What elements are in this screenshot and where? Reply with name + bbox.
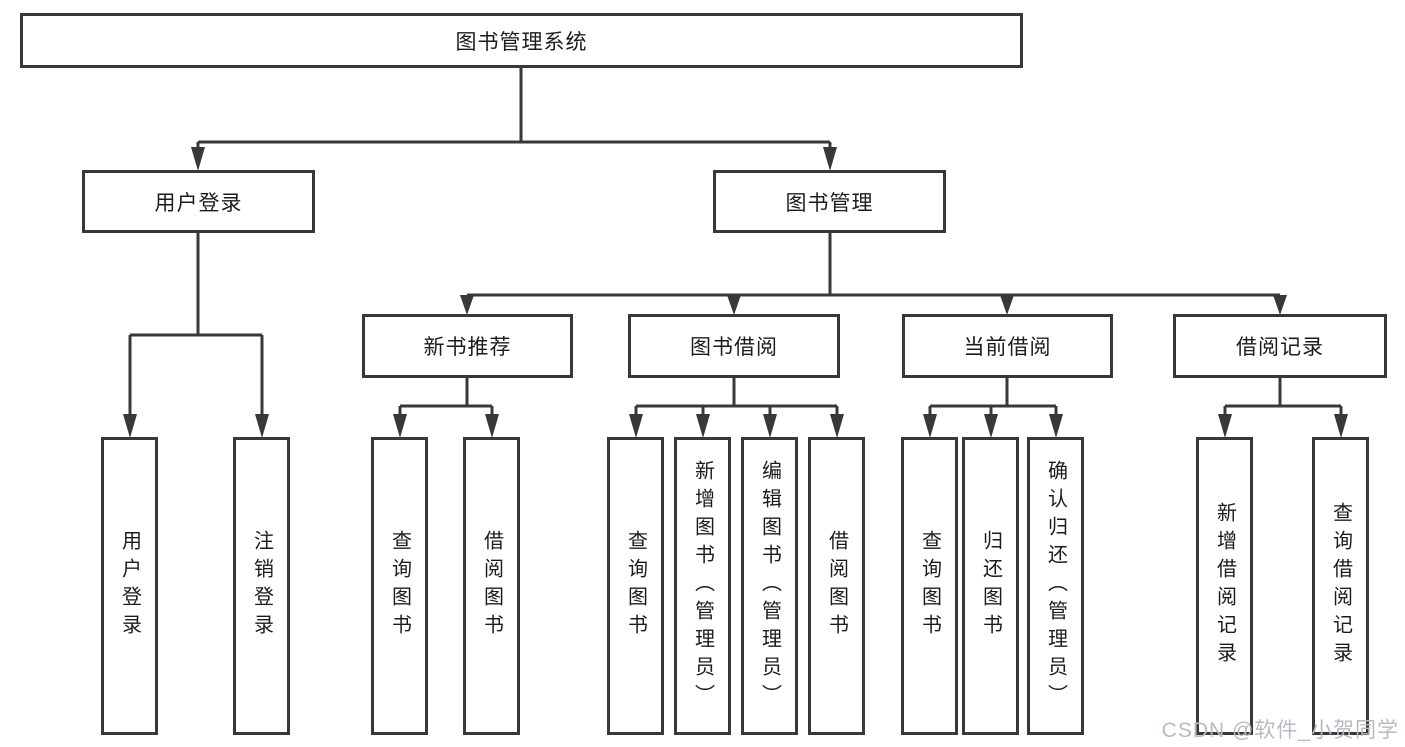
node-label: 借阅图书 [480,530,503,642]
node-leaf-add-books-admin: 新增图书（管理员） [674,437,731,735]
node-label: 用户登录 [154,191,243,215]
node-new-book-recommendation: 新书推荐 [362,314,573,378]
csdn-watermark: CSDN @软件_小贺同学 [1161,719,1399,742]
node-current-borrowing: 当前借阅 [902,314,1113,378]
node-label: 查询图书 [388,530,411,642]
node-label: 编辑图书（管理员） [758,460,781,712]
node-leaf-add-borrow-record: 新增借阅记录 [1196,437,1253,735]
node-label: 新增图书（管理员） [691,460,714,712]
node-label: 新书推荐 [423,336,512,359]
node-label: 查询图书 [624,530,647,642]
node-borrowing-records: 借阅记录 [1173,314,1387,378]
node-label: 确认归还（管理员） [1044,460,1067,712]
node-label: 图书管理系统 [455,30,588,54]
node-label: 查询图书 [918,530,941,642]
node-leaf-logout: 注销登录 [233,437,290,735]
node-label: 用户登录 [118,530,141,642]
node-leaf-edit-books-admin: 编辑图书（管理员） [741,437,798,735]
node-label: 图书借阅 [690,336,778,359]
node-leaf-return-books: 归还图书 [962,437,1019,735]
node-label: 图书管理 [785,191,874,215]
node-book-borrowing: 图书借阅 [628,314,840,378]
node-label: 借阅记录 [1236,336,1324,359]
arrowheads [123,147,1348,438]
node-leaf-borrow-books: 借阅图书 [808,437,865,735]
node-user-login: 用户登录 [82,170,315,233]
node-label: 归还图书 [979,530,1002,642]
node-leaf-borrow-books-recommend: 借阅图书 [463,437,520,735]
node-leaf-query-books-borrowing: 查询图书 [607,437,664,735]
node-leaf-query-borrow-record: 查询借阅记录 [1312,437,1369,735]
node-label: 借阅图书 [825,530,848,642]
node-leaf-query-books-recommend: 查询图书 [371,437,428,735]
node-leaf-confirm-return-admin: 确认归还（管理员） [1027,437,1084,735]
node-label: 注销登录 [250,530,273,642]
node-leaf-query-books-current: 查询图书 [901,437,958,735]
node-label: 查询借阅记录 [1329,502,1352,670]
node-label: 当前借阅 [963,336,1052,359]
node-book-management: 图书管理 [713,170,946,233]
node-library-management-system: 图书管理系统 [20,13,1023,68]
node-label: 新增借阅记录 [1213,502,1236,670]
node-leaf-user-login: 用户登录 [101,437,158,735]
